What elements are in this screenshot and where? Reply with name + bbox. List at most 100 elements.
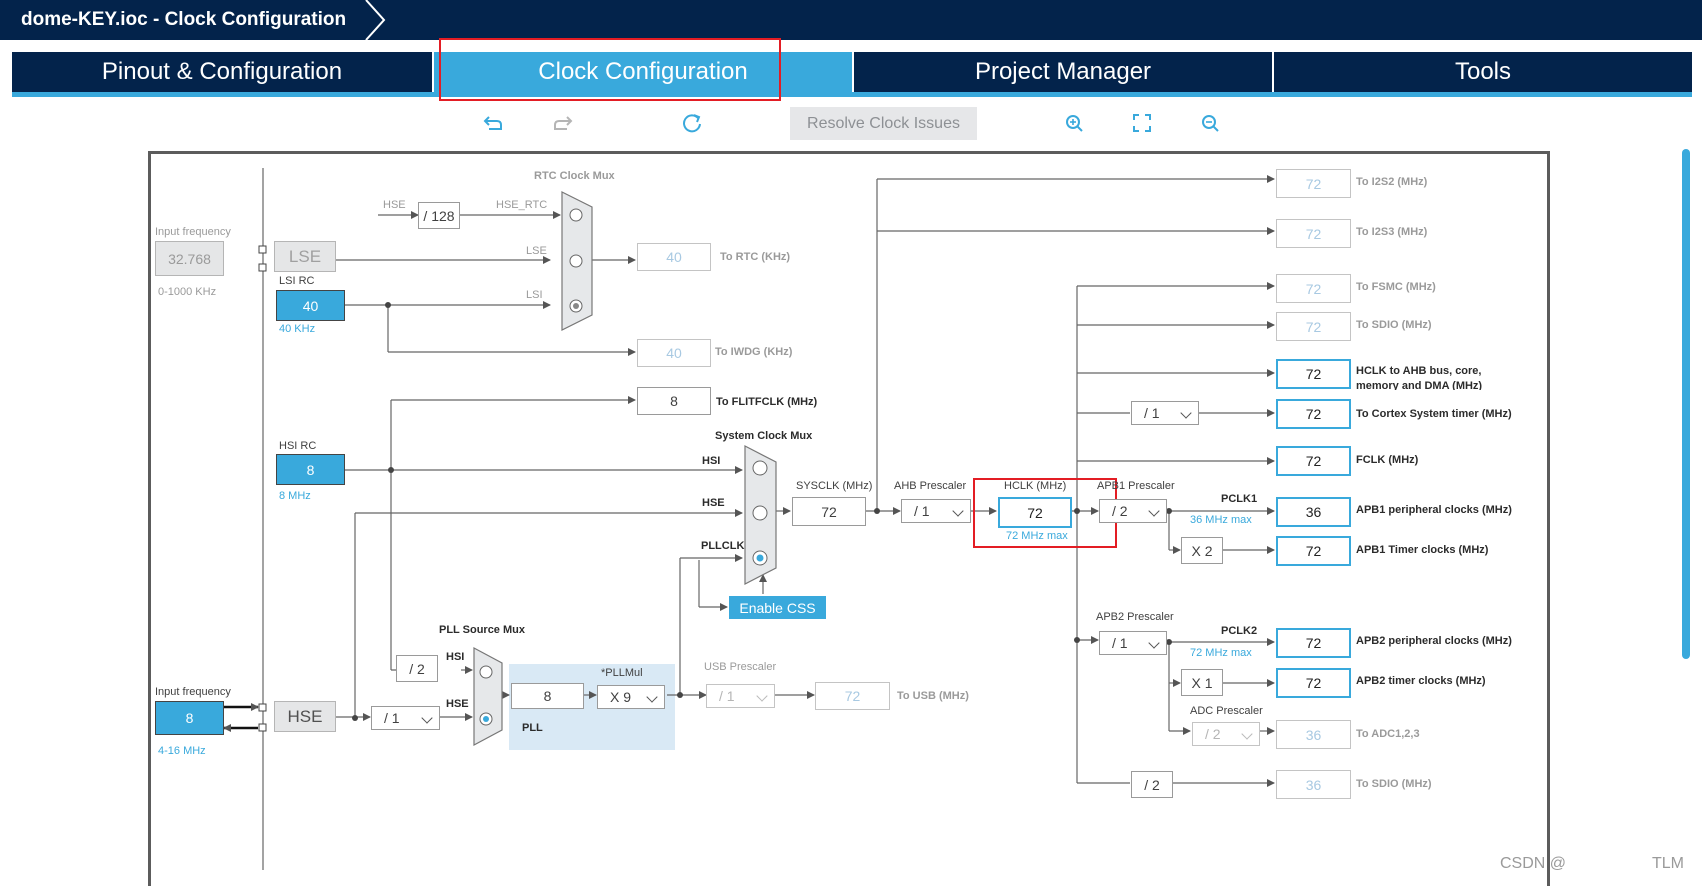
tab-project-manager[interactable]: Project Manager <box>854 52 1272 92</box>
sdio-apb-output-label: To SDIO (MHz) <box>1356 778 1432 790</box>
redo-icon[interactable] <box>551 112 573 134</box>
apb1-timer-multiplier: X 2 <box>1181 537 1223 564</box>
hclk-ahb-output-value[interactable]: 72 <box>1276 359 1351 389</box>
adc-prescaler-select[interactable]: / 2 <box>1192 722 1260 746</box>
chevron-down-icon <box>421 712 433 724</box>
hclk-ahb-output-label: HCLK to AHB bus, core, memory and DMA (M… <box>1356 365 1483 390</box>
rtc-lsi-label: LSI <box>526 289 543 301</box>
chevron-down-icon <box>1180 407 1192 419</box>
apb1-peripheral-output-value[interactable]: 36 <box>1276 497 1351 527</box>
usb-output-label: To USB (MHz) <box>897 690 969 702</box>
hse-input-frequency-field[interactable]: 8 <box>155 701 224 735</box>
chevron-down-icon <box>1148 637 1160 649</box>
cortex-timer-output-label: To Cortex System timer (MHz) <box>1356 408 1512 420</box>
hclk-value[interactable]: 72 <box>998 497 1072 528</box>
pllmul-value: X 9 <box>610 689 632 705</box>
hclk-label: HCLK (MHz) <box>1004 480 1067 492</box>
hse-source-block[interactable]: HSE <box>274 701 336 732</box>
zoom-in-icon[interactable] <box>1063 112 1085 134</box>
apb1-timer-output-label: APB1 Timer clocks (MHz) <box>1356 544 1489 556</box>
pll-input-value[interactable]: 8 <box>511 683 584 709</box>
apb2-prescaler-select[interactable]: / 1 <box>1099 631 1167 655</box>
tab-pinout-configuration[interactable]: Pinout & Configuration <box>12 52 432 92</box>
fsmc-output-value[interactable]: 72 <box>1276 274 1351 303</box>
lse-input-frequency-field[interactable]: 32.768 <box>155 241 224 276</box>
pclk1-label: PCLK1 <box>1221 493 1258 505</box>
usb-prescaler-value: / 1 <box>719 688 735 704</box>
pclk1-max-label: 36 MHz max <box>1190 514 1252 526</box>
refresh-icon[interactable] <box>681 112 703 134</box>
pllmux-hsi-label: HSI <box>446 651 465 663</box>
tab-clock-configuration[interactable]: Clock Configuration <box>434 52 852 92</box>
resolve-clock-issues-button[interactable]: Resolve Clock Issues <box>790 107 977 140</box>
vertical-scrollbar[interactable] <box>1682 149 1690 659</box>
tab-tools[interactable]: Tools <box>1274 52 1692 92</box>
lsi-rc-value[interactable]: 40 <box>276 290 345 321</box>
pllmul-select[interactable]: X 9 <box>597 685 665 709</box>
hse-div128-block: / 128 <box>418 202 460 229</box>
ahb-prescaler-value: / 1 <box>914 503 930 519</box>
apb2-timer-multiplier: X 1 <box>1181 669 1223 696</box>
i2s3-output-value[interactable]: 72 <box>1276 219 1351 248</box>
iwdg-output-label: To IWDG (KHz) <box>715 346 793 358</box>
sysmux-hse-label: HSE <box>702 497 725 509</box>
clock-diagram-canvas <box>148 151 1550 886</box>
flitfclk-value[interactable]: 8 <box>637 387 711 415</box>
sysclk-value[interactable]: 72 <box>792 497 866 526</box>
pllmux-hse-label: HSE <box>446 698 469 710</box>
hsi-rc-value[interactable]: 8 <box>276 454 345 485</box>
fclk-output-value[interactable]: 72 <box>1276 446 1351 476</box>
ahb-prescaler-select[interactable]: / 1 <box>901 499 971 523</box>
chevron-down-icon <box>756 690 768 702</box>
adc-output-value[interactable]: 36 <box>1276 720 1351 749</box>
title-bar: dome-KEY.ioc - Clock Configuration <box>0 0 1702 40</box>
ahb-prescaler-label: AHB Prescaler <box>894 480 967 492</box>
adc-prescaler-label: ADC Prescaler <box>1190 705 1263 717</box>
i2s3-output-label: To I2S3 (MHz) <box>1356 226 1428 238</box>
zoom-out-icon[interactable] <box>1199 112 1221 134</box>
sdio-ahb-output-value[interactable]: 72 <box>1276 312 1351 341</box>
chevron-down-icon <box>952 505 964 517</box>
sysclk-label: SYSCLK (MHz) <box>796 480 873 492</box>
tab-underline <box>12 92 1692 97</box>
apb2-prescaler-value: / 1 <box>1112 635 1128 651</box>
sdio-apb-output-value[interactable]: 36 <box>1276 770 1351 799</box>
breadcrumb-chevron-icon <box>365 0 386 40</box>
pclk2-max-label: 72 MHz max <box>1190 647 1252 659</box>
adc-output-label: To ADC1,2,3 <box>1356 728 1420 740</box>
rtc-output-value[interactable]: 40 <box>637 243 711 271</box>
cortex-timer-output-value[interactable]: 72 <box>1276 399 1351 429</box>
hsi-unit-label: 8 MHz <box>279 490 311 502</box>
pllmul-label: *PLLMul <box>601 667 643 679</box>
apb2-timer-output-value[interactable]: 72 <box>1276 668 1351 698</box>
iwdg-output-value[interactable]: 40 <box>637 339 711 367</box>
usb-prescaler-label: USB Prescaler <box>704 661 777 673</box>
cortex-timer-prescaler-select[interactable]: / 1 <box>1131 401 1199 425</box>
apb1-prescaler-select[interactable]: / 2 <box>1099 499 1167 523</box>
usb-prescaler-select[interactable]: / 1 <box>706 684 775 708</box>
hse-prediv-select[interactable]: / 1 <box>371 706 440 730</box>
usb-output-value[interactable]: 72 <box>815 682 890 710</box>
sysmux-hsi-label: HSI <box>702 455 721 467</box>
apb2-peripheral-output-value[interactable]: 72 <box>1276 628 1351 658</box>
i2s2-output-value[interactable]: 72 <box>1276 169 1351 198</box>
sdio-ahb-output-label: To SDIO (MHz) <box>1356 319 1432 331</box>
lse-source-block[interactable]: LSE <box>274 241 336 272</box>
chevron-down-icon <box>646 691 658 703</box>
apb1-peripheral-output-label: APB1 peripheral clocks (MHz) <box>1356 504 1512 516</box>
fit-to-screen-icon[interactable] <box>1131 112 1153 134</box>
apb2-prescaler-label: APB2 Prescaler <box>1096 611 1174 623</box>
fsmc-output-label: To FSMC (MHz) <box>1356 281 1436 293</box>
lse-input-frequency-label: Input frequency <box>155 226 231 238</box>
hse-input-frequency-label: Input frequency <box>155 686 231 698</box>
hse-range-label: 4-16 MHz <box>158 745 206 757</box>
hsi-div2-block: / 2 <box>396 655 438 682</box>
apb1-timer-output-value[interactable]: 72 <box>1276 536 1351 566</box>
chevron-down-icon <box>1241 728 1253 740</box>
clock-config-tab-highlight <box>439 38 781 101</box>
rtc-output-label: To RTC (KHz) <box>720 251 791 263</box>
undo-icon[interactable] <box>483 112 505 134</box>
enable-css-button[interactable]: Enable CSS <box>729 596 826 619</box>
adc-prescaler-value: / 2 <box>1205 726 1221 742</box>
